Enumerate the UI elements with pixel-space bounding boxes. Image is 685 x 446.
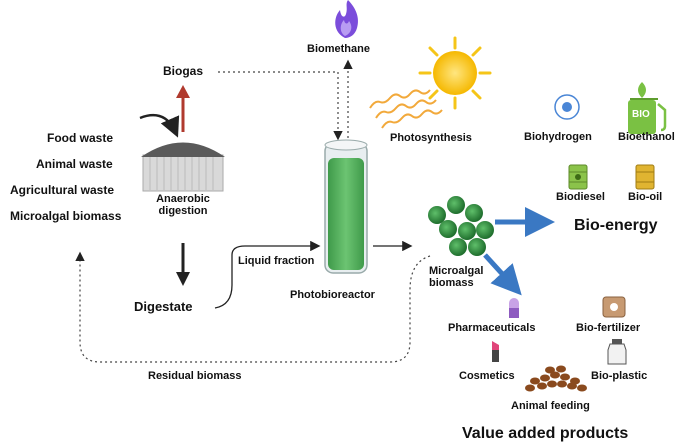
value-added-title: Value added products [462, 425, 629, 442]
biohydrogen-icon [554, 94, 580, 120]
flame-icon [335, 0, 358, 38]
digestate-label: Digestate [134, 299, 193, 314]
anaerobic-label-line2: digestion [158, 205, 208, 217]
microalgal-biomass-input-label: Microalgal biomass [10, 209, 122, 223]
photobioreactor-icon [324, 139, 368, 274]
waste-input-arrow [139, 113, 180, 138]
value-products-arrow [483, 253, 522, 296]
biogas-arrow [176, 85, 190, 132]
digestate-arrow [176, 243, 190, 286]
lipstick-icon [492, 341, 499, 362]
bioplastic-label: Bio-plastic [591, 370, 648, 382]
food-waste-label: Food waste [47, 131, 114, 145]
bottle-icon [607, 339, 627, 365]
bioethanol-icon [628, 82, 667, 134]
fertilizer-bag-icon [602, 296, 626, 318]
biomethane-label: Biomethane [307, 43, 370, 55]
anaerobic-digester-icon [141, 142, 225, 192]
animal-feeding-label: Animal feeding [511, 400, 590, 412]
sunlight-rays [369, 89, 443, 129]
biooil-label: Bio-oil [628, 191, 663, 203]
microalgal-line1: Microalgal [429, 265, 484, 277]
liquid-fraction-line [214, 240, 321, 309]
liquid-fraction-label: Liquid fraction [238, 255, 315, 267]
photobioreactor-label: Photobioreactor [290, 289, 375, 301]
animal-feed-icon [525, 365, 587, 392]
bio-icon-text: BIO [632, 109, 650, 120]
animal-waste-label: Animal waste [36, 157, 113, 171]
microalgal-biomass-label: Microalgal biomass [429, 265, 483, 289]
biofertilizer-label: Bio-fertilizer [576, 322, 641, 334]
biogas-label: Biogas [163, 64, 204, 78]
biodiesel-barrel-icon [568, 164, 588, 190]
biogas-to-reactor-dotted [218, 71, 343, 141]
photosynthesis-label: Photosynthesis [390, 132, 472, 144]
microalgal-line2: biomass [429, 277, 474, 289]
anaerobic-digestion-label: Anaerobic digestion [146, 193, 220, 217]
microalgae-cluster-icon [428, 196, 494, 256]
residual-biomass-dotted [75, 251, 431, 363]
bioenergy-title: Bio-energy [574, 217, 658, 234]
cosmetics-label: Cosmetics [459, 370, 515, 382]
bioethanol-label: Bioethanol [618, 131, 675, 143]
biooil-barrel-icon [635, 164, 655, 190]
sun-icon [418, 36, 492, 110]
anaerobic-label-line1: Anaerobic [156, 193, 210, 205]
biodiesel-label: Biodiesel [556, 191, 605, 203]
biohydrogen-label: Biohydrogen [524, 131, 592, 143]
residual-biomass-label: Residual biomass [148, 370, 242, 382]
agricultural-waste-label: Agricultural waste [10, 183, 115, 197]
pharmaceuticals-label: Pharmaceuticals [448, 322, 536, 334]
capsule-icon [509, 298, 519, 318]
